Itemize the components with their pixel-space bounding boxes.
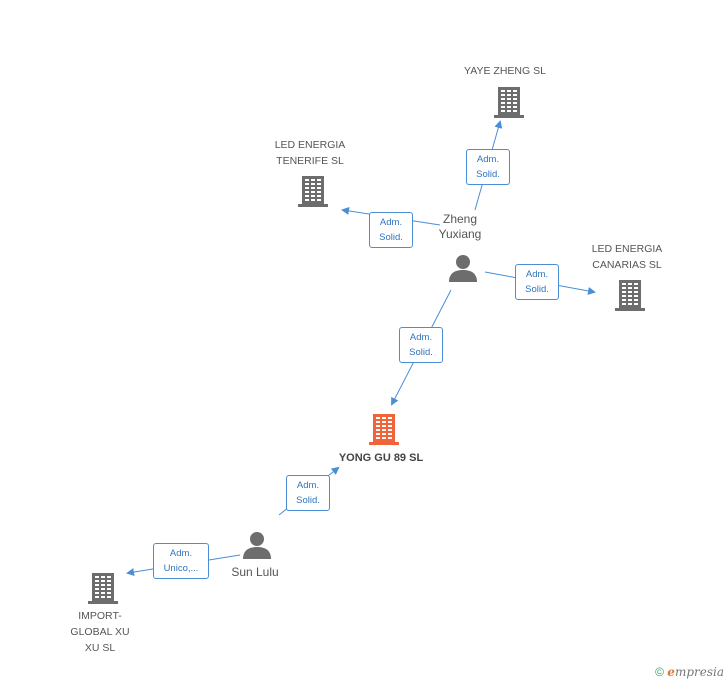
edge-label-zheng-yaye[interactable]: Adm. Solid. — [466, 149, 510, 185]
edge-label-zheng-yonggu[interactable]: Adm. Solid. — [399, 327, 443, 363]
building-icon-focus[interactable] — [368, 413, 400, 445]
copyright-symbol: © — [655, 665, 664, 679]
building-icon[interactable] — [87, 572, 119, 604]
empresia-logo: empresia — [667, 665, 724, 679]
node-label-import-global[interactable]: IMPORT- GLOBAL XU XU SL — [70, 610, 130, 654]
node-label-sun-lulu[interactable]: Sun Lulu — [231, 565, 279, 579]
building-icon[interactable] — [493, 86, 525, 118]
edge-label-sunlulu-yonggu[interactable]: Adm. Solid. — [286, 475, 330, 511]
building-icon[interactable] — [614, 279, 646, 311]
node-label-led-energia-canarias[interactable]: LED ENERGIA CANARIAS SL — [591, 243, 663, 271]
person-icon[interactable] — [448, 254, 478, 282]
edge-label-zheng-tenerife[interactable]: Adm. Solid. — [369, 212, 413, 248]
node-label-zheng-yuxiang[interactable]: Zheng Yuxiang — [438, 212, 482, 241]
person-icon[interactable] — [242, 531, 272, 559]
node-label-yong-gu-89[interactable]: YONG GU 89 SL — [338, 452, 424, 464]
edge-label-sunlulu-import[interactable]: Adm. Unico,... — [153, 543, 209, 579]
node-label-led-energia-tenerife[interactable]: LED ENERGIA TENERIFE SL — [274, 139, 346, 167]
footer-brand: © empresia — [655, 665, 724, 679]
edge-label-zheng-canarias[interactable]: Adm. Solid. — [515, 264, 559, 300]
node-label-yaye-zheng[interactable]: YAYE ZHENG SL — [464, 65, 546, 77]
building-icon[interactable] — [297, 175, 329, 207]
